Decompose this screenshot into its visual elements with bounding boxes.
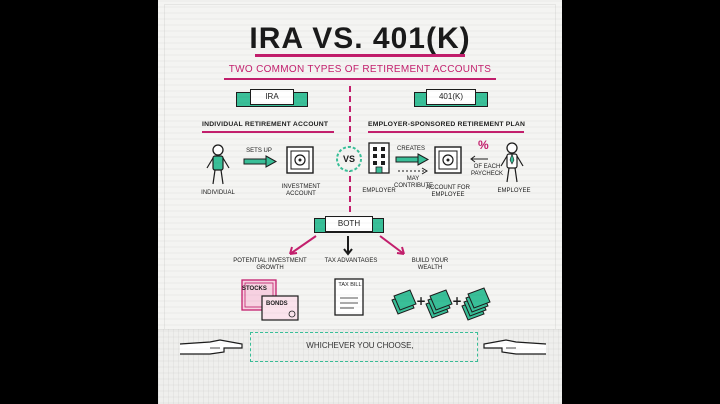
401k-banner: 401(K)	[426, 89, 476, 105]
vs-label: VS	[342, 154, 355, 164]
creates-arrow-icon	[395, 153, 430, 166]
subtitle: TWO COMMON TYPES OF RETIREMENT ACCOUNTS	[228, 64, 492, 75]
svg-text:+: +	[416, 294, 426, 308]
both-arrows-icon	[289, 235, 405, 256]
paycheck-arrow-icon	[470, 155, 488, 163]
investment-account-label: INVESTMENT ACCOUNT	[281, 184, 321, 197]
stocks-tag: STOCKS	[242, 286, 267, 292]
main-title: IRA VS. 401(K)	[249, 22, 471, 55]
employee-figure-icon	[500, 142, 524, 183]
employee-safe-icon	[434, 146, 462, 174]
percent-symbol: %	[478, 138, 489, 152]
employee-label: EMPLOYEE	[497, 188, 531, 194]
left-pointing-hand-icon	[179, 339, 243, 355]
ira-heading: INDIVIDUAL RETIREMENT ACCOUNT	[202, 121, 329, 128]
sets-up-label: SETS UP	[246, 148, 272, 154]
employer-building-icon	[368, 142, 390, 174]
svg-text:+: +	[452, 294, 462, 308]
investment-safe-icon	[286, 146, 314, 174]
ira-banner: IRA	[250, 89, 294, 105]
title-underline	[255, 54, 465, 57]
individual-figure-icon	[206, 144, 230, 185]
401k-heading: EMPLOYER-SPONSORED RETIREMENT PLAN	[368, 121, 526, 128]
account-for-employee-label: ACCOUNT FOR EMPLOYEE	[426, 185, 470, 198]
investment-growth-label: POTENTIAL INVESTMENT GROWTH	[233, 258, 307, 271]
build-wealth-label: BUILD YOUR WEALTH	[411, 258, 449, 271]
tax-bill-tag: TAX BILL	[338, 282, 362, 288]
money-stacks-icon: + +	[391, 287, 491, 321]
ira-heading-underline	[202, 131, 334, 133]
may-contribute-label: MAY CONTRIBUTE	[394, 176, 433, 189]
401k-heading-underline	[368, 131, 524, 133]
tax-bill-icon	[334, 278, 364, 316]
both-box: BOTH	[325, 216, 373, 232]
tax-advantages-label: TAX ADVANTAGES	[324, 258, 378, 264]
closing-dashed-box	[250, 332, 478, 362]
subtitle-underline	[224, 78, 496, 80]
right-pointing-hand-icon	[483, 339, 547, 355]
individual-label: INDIVIDUAL	[201, 190, 235, 196]
sets-up-arrow-icon	[243, 155, 278, 168]
employer-label: EMPLOYER	[362, 188, 396, 194]
stocks-bonds-icon	[241, 279, 299, 321]
creates-label: CREATES	[397, 146, 425, 152]
napkin-card: IRA VS. 401(K) TWO COMMON TYPES OF RETIR…	[158, 0, 562, 404]
contribute-arrow-icon	[398, 167, 428, 175]
vs-circle-icon	[336, 146, 362, 172]
closing-text: WHICHEVER YOU CHOOSE,	[306, 341, 414, 350]
bonds-tag: BONDS	[266, 301, 288, 307]
of-each-paycheck-label: OF EACH PAYCHECK	[470, 164, 504, 177]
